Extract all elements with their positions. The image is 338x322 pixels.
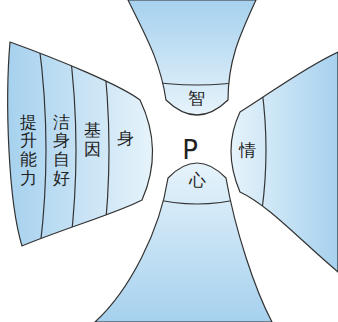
top-lobe xyxy=(128,0,256,115)
band-divider xyxy=(262,90,266,210)
band-label: 心 xyxy=(189,171,206,190)
band-label: 基因 xyxy=(84,121,101,158)
band-divider xyxy=(150,198,244,204)
band-divider xyxy=(140,80,254,85)
left-lobe xyxy=(8,42,153,246)
band-label: 情 xyxy=(239,141,256,160)
band-label: 智 xyxy=(188,89,205,108)
centre-letter: P xyxy=(182,137,198,163)
bottom-band: 心 xyxy=(188,170,207,191)
band-divider xyxy=(100,30,109,270)
left-band-outer: 提升能力 xyxy=(19,112,38,189)
top-band: 智 xyxy=(187,88,206,109)
bottom-lobe xyxy=(95,163,272,322)
left-band: 洁身自好 xyxy=(52,112,71,189)
band-divider xyxy=(37,30,46,270)
right-lobe xyxy=(231,52,338,272)
band-label: 身 xyxy=(117,129,134,148)
right-band: 情 xyxy=(238,140,257,161)
band-label: 洁身自好 xyxy=(53,113,70,188)
left-band: 基因 xyxy=(83,120,102,159)
band-label: 提升能力 xyxy=(20,113,37,188)
left-band-inner: 身 xyxy=(116,128,135,149)
